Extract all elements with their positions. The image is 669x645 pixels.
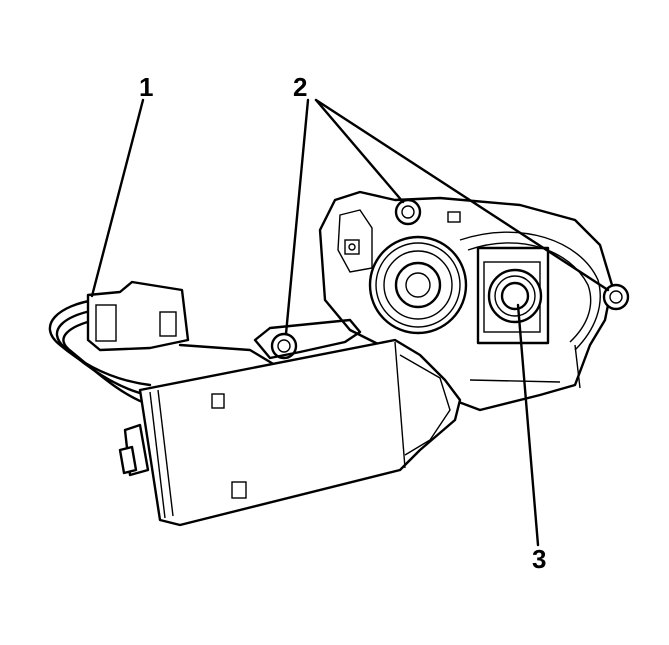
callout-3: 3 [532,544,546,574]
electric-motor [118,338,462,527]
callout-2: 2 [293,72,307,102]
electrical-connector [86,280,190,352]
small-gear [476,246,550,345]
bracket-arm [253,318,362,360]
large-gear [368,235,468,335]
callout-1: 1 [139,72,153,102]
wiring-harness [48,298,152,407]
leader-lines [90,98,610,547]
mounting-holes [270,198,630,360]
